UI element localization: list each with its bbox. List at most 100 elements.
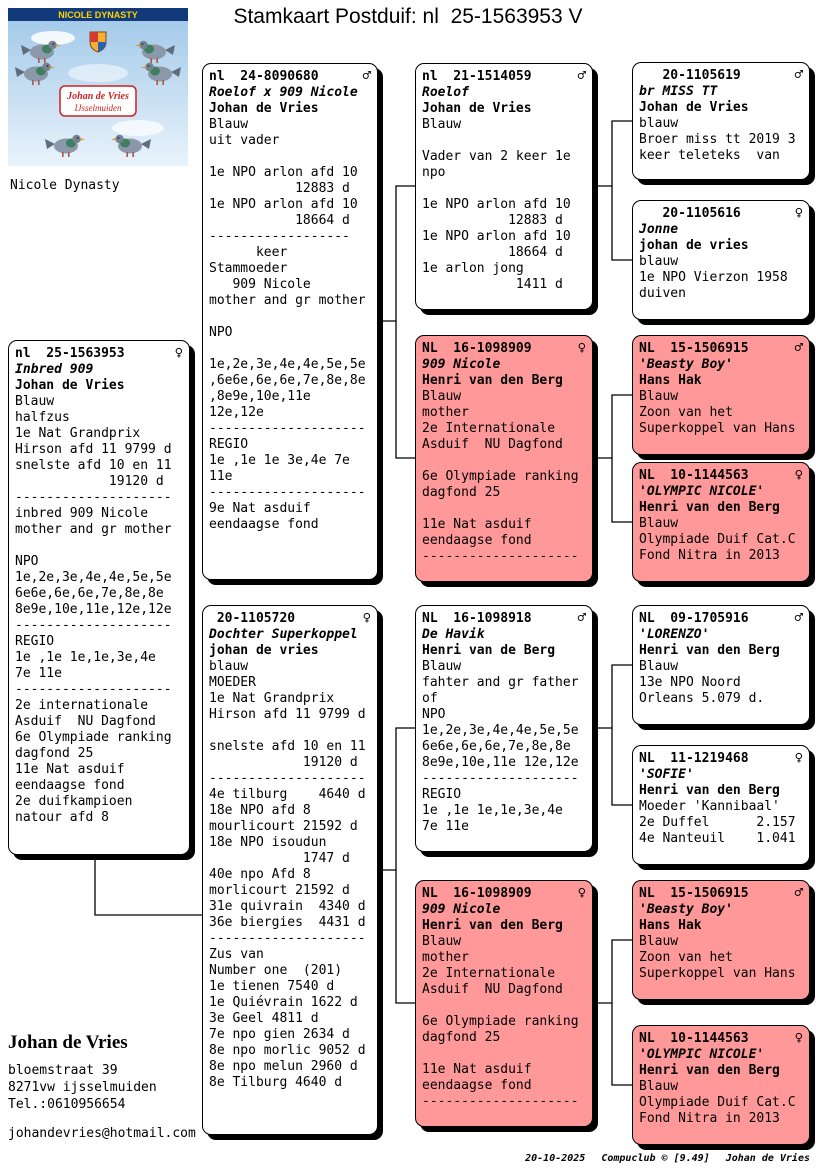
pedigree-box-header: NL 10-1144563 ♀ [639, 1031, 803, 1047]
ring-number: 20-1105616 [639, 206, 741, 221]
ring-number: NL 16-1098909 [422, 886, 532, 901]
pigeon-photo-collage: NICOLE DYNASTY Johan de Vries IJsselmuid… [8, 8, 188, 166]
ring-number: NL 11-1219468 [639, 751, 749, 766]
ring-number: NL 10-1144563 [639, 468, 749, 483]
pigeon-name: Jonne [639, 222, 679, 237]
pedigree-box-maternal-grandmother: NL 16-1098909 ♀ 909 Nicole Henri van den… [415, 880, 593, 1127]
pedigree-box-mgf-sire: NL 09-1705916 ♂ 'LORENZO' Henri van den … [632, 605, 810, 725]
owner-address-line2: 8271vw ijsselmuiden [8, 1080, 157, 1095]
pigeon-owner: Johan de Vries [422, 101, 532, 116]
pedigree-box-header: NL 16-1098918 ♂ [422, 611, 586, 627]
pigeon-name: 909 Nicole [422, 902, 501, 917]
pedigree-box-mgf-dam: NL 11-1219468 ♀ 'SOFIE' Henri van den Be… [632, 745, 810, 865]
pigeon-details: Blauw halfzus 1e Nat Grandprix Hirson af… [15, 394, 172, 825]
pigeon-details: blauw Broer miss tt 2019 3 keer teleteks… [639, 116, 796, 163]
pigeon-name: Roelof [422, 85, 469, 100]
pedigree-box-header: 20-1105616 ♀ [639, 206, 803, 222]
pigeon-owner: Henri van den Berg [639, 783, 780, 798]
logo-town-text: IJsselmuiden [74, 103, 122, 113]
ring-number: nl 24-8090680 [209, 69, 319, 84]
pedigree-box-header: 20-1105720 ♀ [209, 611, 371, 627]
pigeon-name: 'SOFIE' [639, 767, 694, 782]
pigeon-details: Blauw uit vader 1e NPO arlon afd 10 1288… [209, 117, 366, 532]
pigeon-details: blauw 1e NPO Vierzon 1958 duiven [639, 254, 788, 301]
sex-symbol: ♂ [794, 885, 803, 901]
pedigree-box-header: NL 09-1705916 ♂ [639, 611, 803, 627]
pigeon-owner: Henri van den Berg [639, 1063, 780, 1078]
pigeon-owner: Henri van den Berg [639, 500, 780, 515]
pigeon-name: De Havik [422, 627, 485, 642]
ring-number: NL 16-1098918 [422, 611, 532, 626]
pedigree-box-paternal-grandmother: NL 16-1098909 ♀ 909 Nicole Henri van den… [415, 335, 593, 582]
owner-contact-block: Johan de Vries bloemstraat 39 8271vw ijs… [8, 1032, 196, 1142]
sex-symbol: ♂ [362, 68, 371, 84]
pedigree-box-header: NL 16-1098909 ♀ [422, 341, 586, 357]
sex-symbol: ♂ [794, 610, 803, 626]
sex-symbol: ♀ [362, 610, 371, 626]
ring-number: NL 10-1144563 [639, 1031, 749, 1046]
pigeon-name: Dochter Superkoppel [209, 627, 358, 642]
sex-symbol: ♂ [577, 610, 586, 626]
owner-phone: Tel.:0610956654 [8, 1097, 126, 1112]
sex-symbol: ♂ [794, 67, 803, 83]
pigeon-owner: Henri van den Berg [639, 643, 780, 658]
sex-symbol: ♀ [577, 340, 586, 356]
pigeon-details: Blauw Zoon van het Superkoppel van Hans [639, 934, 796, 981]
pigeon-name: 'Beasty Boy' [639, 357, 733, 372]
ring-number: NL 16-1098909 [422, 341, 532, 356]
ring-number: NL 09-1705916 [639, 611, 749, 626]
footer-date: 20-10-2025 [525, 1153, 586, 1164]
pigeon-details: blauw MOEDER 1e Nat Grandprix Hirson afd… [209, 659, 366, 1090]
pigeon-details: Blauw mother 2e Internationale Asduif NU… [422, 389, 579, 564]
dynasty-caption: Nicole Dynasty [10, 178, 120, 193]
ring-number: nl 25-1563953 [15, 346, 125, 361]
footer-user: Johan de Vries [725, 1153, 810, 1164]
pedigree-box-mgm-dam: NL 10-1144563 ♀ 'OLYMPIC NICOLE' Henri v… [632, 1025, 810, 1145]
ring-number: 20-1105619 [639, 68, 741, 83]
sex-symbol: ♀ [577, 885, 586, 901]
owner-email: johandevries@hotmail.com [8, 1126, 196, 1141]
pigeon-name: 'Beasty Boy' [639, 902, 733, 917]
pedigree-box-header: NL 16-1098909 ♀ [422, 886, 586, 902]
pigeon-name: 909 Nicole [422, 357, 501, 372]
pigeon-details: Blauw Vader van 2 keer 1e npo 1e NPO arl… [422, 117, 571, 292]
pedigree-box-header: 20-1105619 ♂ [639, 68, 803, 84]
pigeon-name: 'OLYMPIC NICOLE' [639, 484, 765, 499]
pedigree-box-mgm-sire: NL 15-1506915 ♂ 'Beasty Boy' Hans Hak Bl… [632, 880, 810, 1000]
pigeon-details: Blauw mother 2e Internationale Asduif NU… [422, 934, 579, 1109]
pigeon-name: 'LORENZO' [639, 627, 710, 642]
pedigree-box-maternal-grandfather: NL 16-1098918 ♂ De Havik Henri van de Be… [415, 605, 593, 852]
pedigree-box-pgf-dam: 20-1105616 ♀ Jonne johan de vries blauw … [632, 200, 810, 320]
pigeon-details: Blauw Olympiade Duif Cat.C Fond Nitra in… [639, 1079, 796, 1126]
sex-symbol: ♀ [794, 750, 803, 766]
logo-owner-name-text: Johan de Vries [66, 91, 129, 102]
pigeon-owner: Johan de Vries [15, 378, 125, 393]
pigeon-owner: johan de vries [209, 643, 319, 658]
pigeon-details: Blauw Olympiade Duif Cat.C Fond Nitra in… [639, 516, 796, 563]
pigeon-collage-image: NICOLE DYNASTY Johan de Vries IJsselmuid… [8, 8, 188, 166]
pigeon-owner: Hans Hak [639, 918, 702, 933]
pedigree-box-pgf-sire: 20-1105619 ♂ br MISS TT Johan de Vries b… [632, 62, 810, 180]
pigeon-details: Blauw 13e NPO Noord Orleans 5.079 d. [639, 659, 765, 706]
owner-name: Johan de Vries [8, 1032, 128, 1053]
sex-symbol: ♀ [174, 345, 183, 361]
sex-symbol: ♀ [794, 205, 803, 221]
coat-of-arms-icon [89, 31, 107, 53]
pigeon-name: Roelof x 909 Nicole [209, 85, 358, 100]
ring-number: NL 15-1506915 [639, 341, 749, 356]
pigeon-owner: Henri van den Berg [422, 918, 563, 933]
pedigree-box-header: nl 24-8090680 ♂ [209, 69, 371, 85]
ring-number: 20-1105720 [209, 611, 296, 626]
pigeon-owner: Hans Hak [639, 373, 702, 388]
logo-banner-text: NICOLE DYNASTY [58, 10, 138, 20]
pigeon-owner: Johan de Vries [639, 100, 749, 115]
pigeon-details: Blauw Zoon van het Superkoppel van Hans [639, 389, 796, 436]
pedigree-box-header: NL 15-1506915 ♂ [639, 886, 803, 902]
pedigree-box-father: nl 24-8090680 ♂ Roelof x 909 Nicole Joha… [202, 63, 378, 580]
pedigree-box-subject: nl 25-1563953 ♀ Inbred 909 Johan de Vrie… [8, 340, 190, 855]
ring-number: nl 21-1514059 [422, 69, 532, 84]
pigeon-name: Inbred 909 [15, 362, 94, 377]
